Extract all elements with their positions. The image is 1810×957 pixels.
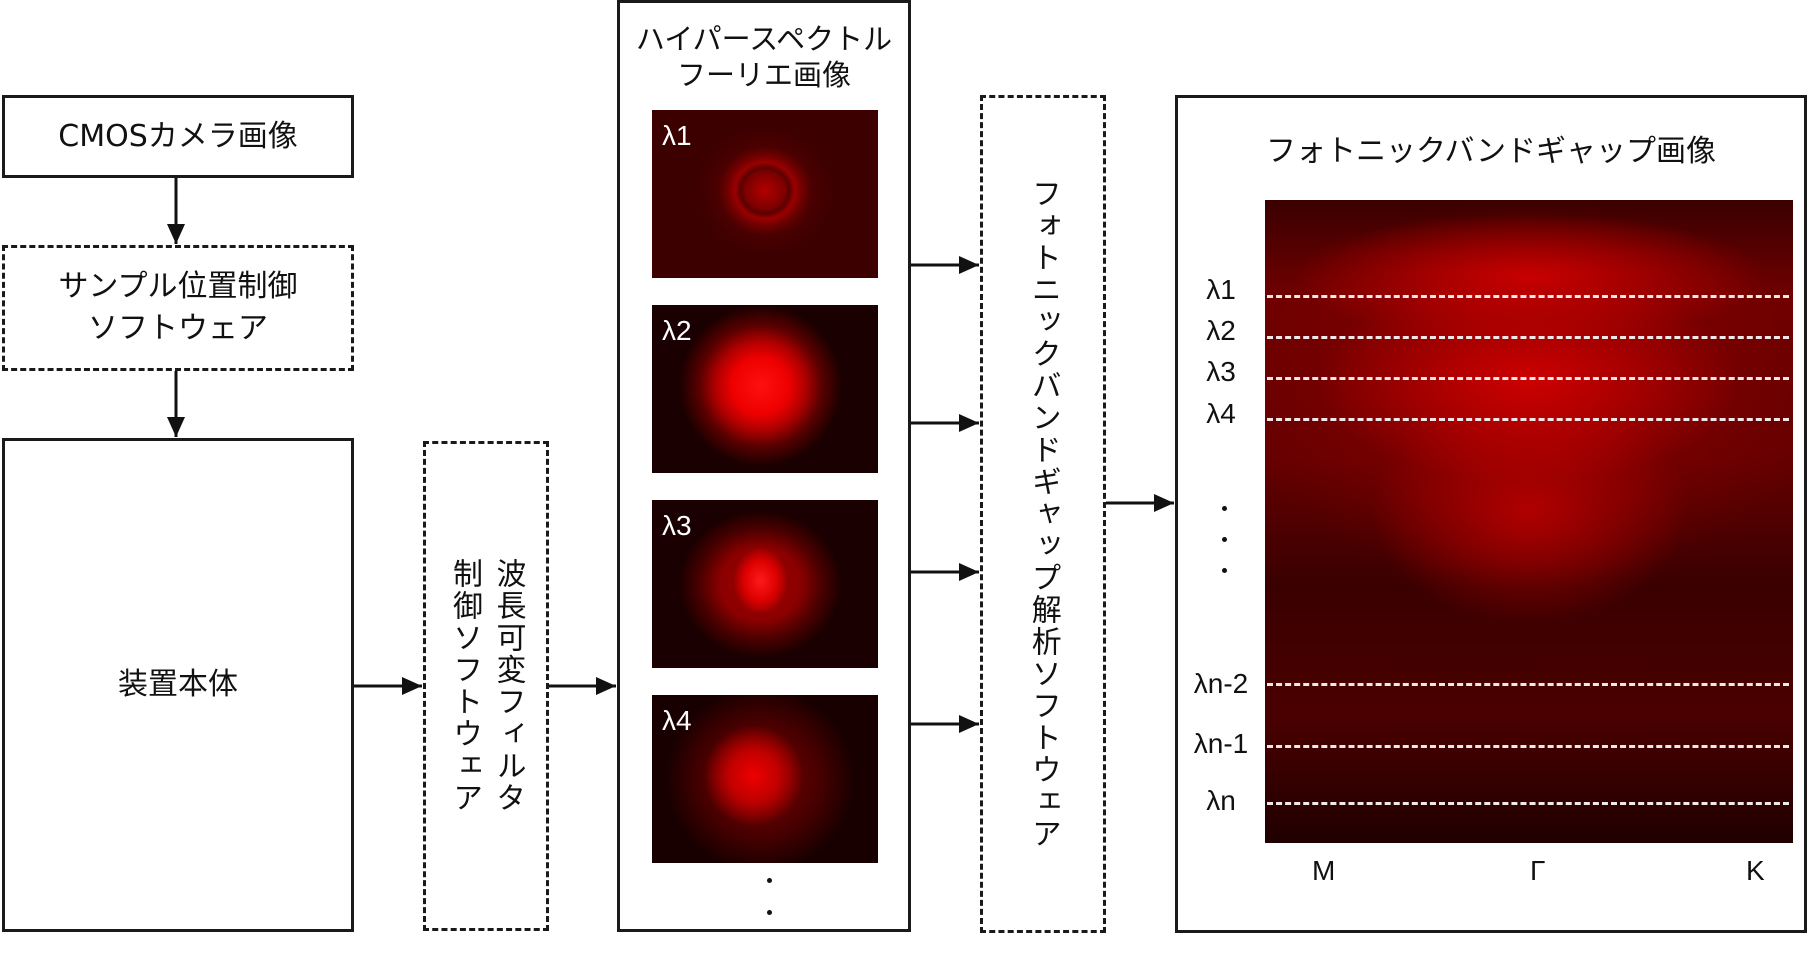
wavelength-line-lambda4: [1267, 418, 1789, 421]
wavelength-label: λ1: [1206, 274, 1236, 305]
cmos-camera-image-label: CMOSカメラ画像: [58, 118, 298, 154]
device-body-label: 装置本体: [118, 667, 238, 702]
wavelength-line-lambda-n: [1267, 802, 1789, 805]
continuation-dot: [767, 878, 772, 883]
wavelength-label: λn-1: [1193, 728, 1249, 759]
fourier-image-lambda1: λ1: [652, 110, 878, 278]
wavelength-line-lambda-n-2: [1267, 683, 1789, 686]
sample-control-label-line1: サンプル位置制御: [58, 269, 298, 304]
continuation-dot: [1222, 537, 1227, 542]
tunable-filter-control-software-box: 波長可変フィルタ 制御ソフトウェア: [423, 441, 549, 931]
fourier-image-label: λ3: [662, 510, 692, 541]
sample-position-control-software-box: サンプル位置制御 ソフトウェア: [2, 245, 354, 371]
continuation-dot: [767, 910, 772, 915]
wavelength-line-lambda3: [1267, 377, 1789, 380]
wavelength-line-lambda-n-1: [1267, 745, 1789, 748]
sample-control-label-line2: ソフトウェア: [88, 311, 268, 346]
device-body-box: 装置本体: [2, 438, 354, 932]
axis-point-m: M: [1312, 855, 1336, 886]
fourier-image-label: λ1: [662, 120, 692, 151]
continuation-dot: [1222, 568, 1227, 573]
fourier-image-lambda3: λ3: [652, 500, 878, 668]
wavelength-line-lambda1: [1267, 295, 1789, 298]
wavelength-label: λn-2: [1193, 668, 1249, 699]
bandgap-title: フォトニックバンドギャップ画像: [1266, 134, 1716, 169]
analysis-software-label: フォトニックバンドギャップ解析ソフトウェア: [1025, 178, 1061, 850]
wavelength-line-lambda2: [1267, 336, 1789, 339]
bandgap-image: [1265, 200, 1793, 843]
fourier-image-label: λ2: [662, 315, 692, 346]
tunable-filter-control-label: 波長可変フィルタ 制御ソフトウェア: [447, 558, 526, 814]
axis-point-k: K: [1746, 855, 1765, 886]
wavelength-label: λ2: [1206, 315, 1236, 346]
fourier-image-lambda2: λ2: [652, 305, 878, 473]
fourier-image-lambda4: λ4: [652, 695, 878, 863]
fourier-image-label: λ4: [662, 705, 692, 736]
axis-point-gamma: Γ: [1530, 855, 1546, 886]
wavelength-label: λn: [1206, 785, 1236, 816]
cmos-camera-image-box: CMOSカメラ画像: [2, 95, 354, 178]
continuation-dot: [1222, 506, 1227, 511]
photonic-bandgap-analysis-software-box: フォトニックバンドギャップ解析ソフトウェア: [980, 95, 1106, 933]
wavelength-label: λ4: [1206, 398, 1236, 429]
wavelength-label: λ3: [1206, 356, 1236, 387]
hyperspectral-title: ハイパースペクトル フーリエ画像: [635, 22, 893, 93]
